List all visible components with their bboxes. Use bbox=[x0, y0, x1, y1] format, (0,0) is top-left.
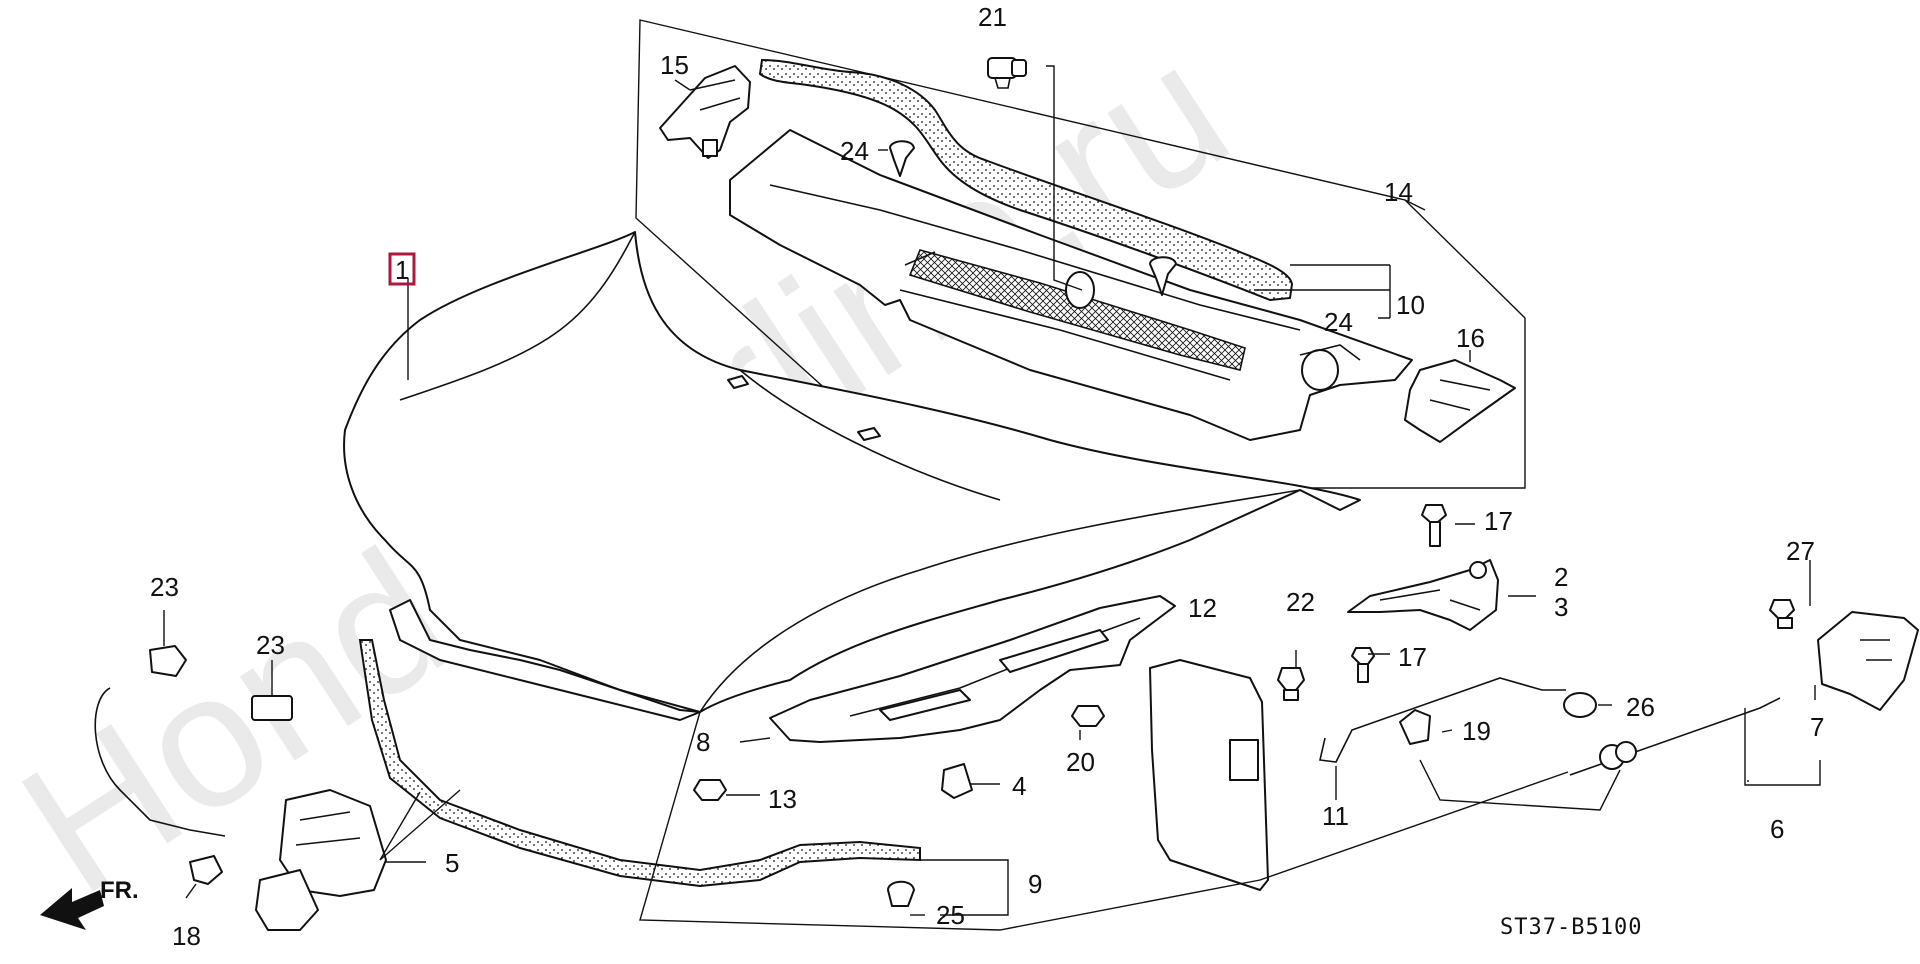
hood-release-cable bbox=[94, 687, 226, 837]
part-5-hood-lock bbox=[255, 789, 387, 931]
part-19-rod-holder bbox=[1399, 709, 1431, 745]
part-24-clip-upper bbox=[889, 140, 915, 177]
part-7-latch bbox=[1817, 611, 1919, 711]
part-27-bolt bbox=[1769, 599, 1795, 629]
part-8-hood-frame bbox=[769, 595, 1176, 743]
part-6-release-cable bbox=[1569, 697, 1781, 776]
callout-3: 3 bbox=[1554, 592, 1568, 622]
callout-18: 18 bbox=[172, 921, 201, 951]
callout-23a: 23 bbox=[150, 572, 179, 602]
direction-label: FR. bbox=[100, 877, 139, 904]
part-21-clip bbox=[987, 57, 1027, 89]
part-26-bumper bbox=[1563, 692, 1597, 718]
part-15-bracket bbox=[659, 65, 751, 159]
callout-9: 9 bbox=[1028, 869, 1042, 899]
part-20-nut bbox=[1071, 705, 1105, 727]
callout-20: 20 bbox=[1066, 747, 1095, 777]
callout-11: 11 bbox=[1322, 801, 1349, 831]
callout-12: 12 bbox=[1188, 593, 1217, 623]
part-23-clip-lower bbox=[251, 695, 293, 721]
part-2-3-hood-hinge bbox=[1347, 559, 1499, 631]
callout-5: 5 bbox=[445, 848, 459, 878]
callout-1: 1 bbox=[395, 255, 409, 285]
part-13-nut bbox=[693, 779, 727, 801]
part-10-hood-seal bbox=[758, 58, 1294, 302]
callout-13: 13 bbox=[768, 784, 797, 814]
part-9-front-seal bbox=[358, 639, 921, 888]
cowl-group-frame bbox=[635, 19, 1526, 489]
leader-lines bbox=[163, 65, 1821, 931]
part-17-bolt-lower bbox=[1351, 647, 1375, 683]
part-17-bolt-upper bbox=[1421, 504, 1447, 547]
part-22-nut bbox=[1277, 667, 1305, 701]
callout-21: 21 bbox=[978, 2, 1007, 32]
reference-code: ST37-B5100 bbox=[1500, 915, 1642, 940]
callout-17b: 17 bbox=[1398, 642, 1427, 672]
callout-27: 27 bbox=[1786, 536, 1815, 566]
callout-16: 16 bbox=[1456, 323, 1485, 353]
callout-2: 2 bbox=[1554, 562, 1568, 592]
part-14-cowl-top bbox=[729, 129, 1413, 441]
callout-25: 25 bbox=[936, 900, 965, 930]
part-4-bumper bbox=[941, 763, 973, 799]
callout-23b: 23 bbox=[256, 630, 285, 660]
callout-6: 6 bbox=[1770, 814, 1784, 844]
part-23-clip-upper bbox=[149, 645, 187, 677]
callout-22: 22 bbox=[1286, 587, 1315, 617]
callout-8: 8 bbox=[696, 727, 710, 757]
callout-24a: 24 bbox=[840, 136, 869, 166]
callout-4: 4 bbox=[1012, 771, 1026, 801]
callout-15: 15 bbox=[660, 50, 689, 80]
part-16-bracket bbox=[1404, 359, 1516, 443]
callout-10: 10 bbox=[1396, 290, 1425, 320]
callout-17a: 17 bbox=[1484, 506, 1513, 536]
callout-14: 14 bbox=[1384, 177, 1413, 207]
part-12-plate bbox=[1149, 659, 1269, 891]
part-18-bolt bbox=[189, 855, 223, 885]
front-direction-arrow: FR. bbox=[40, 877, 139, 930]
callout-19: 19 bbox=[1462, 716, 1491, 746]
callout-26: 26 bbox=[1626, 692, 1655, 722]
callout-24b: 24 bbox=[1324, 307, 1353, 337]
part-11-support-rod bbox=[1319, 677, 1566, 763]
part-24-clip-lower bbox=[1149, 256, 1177, 296]
callout-7: 7 bbox=[1810, 712, 1824, 742]
part-25-clip bbox=[887, 880, 915, 907]
highlight-box-part-1 bbox=[388, 252, 416, 286]
